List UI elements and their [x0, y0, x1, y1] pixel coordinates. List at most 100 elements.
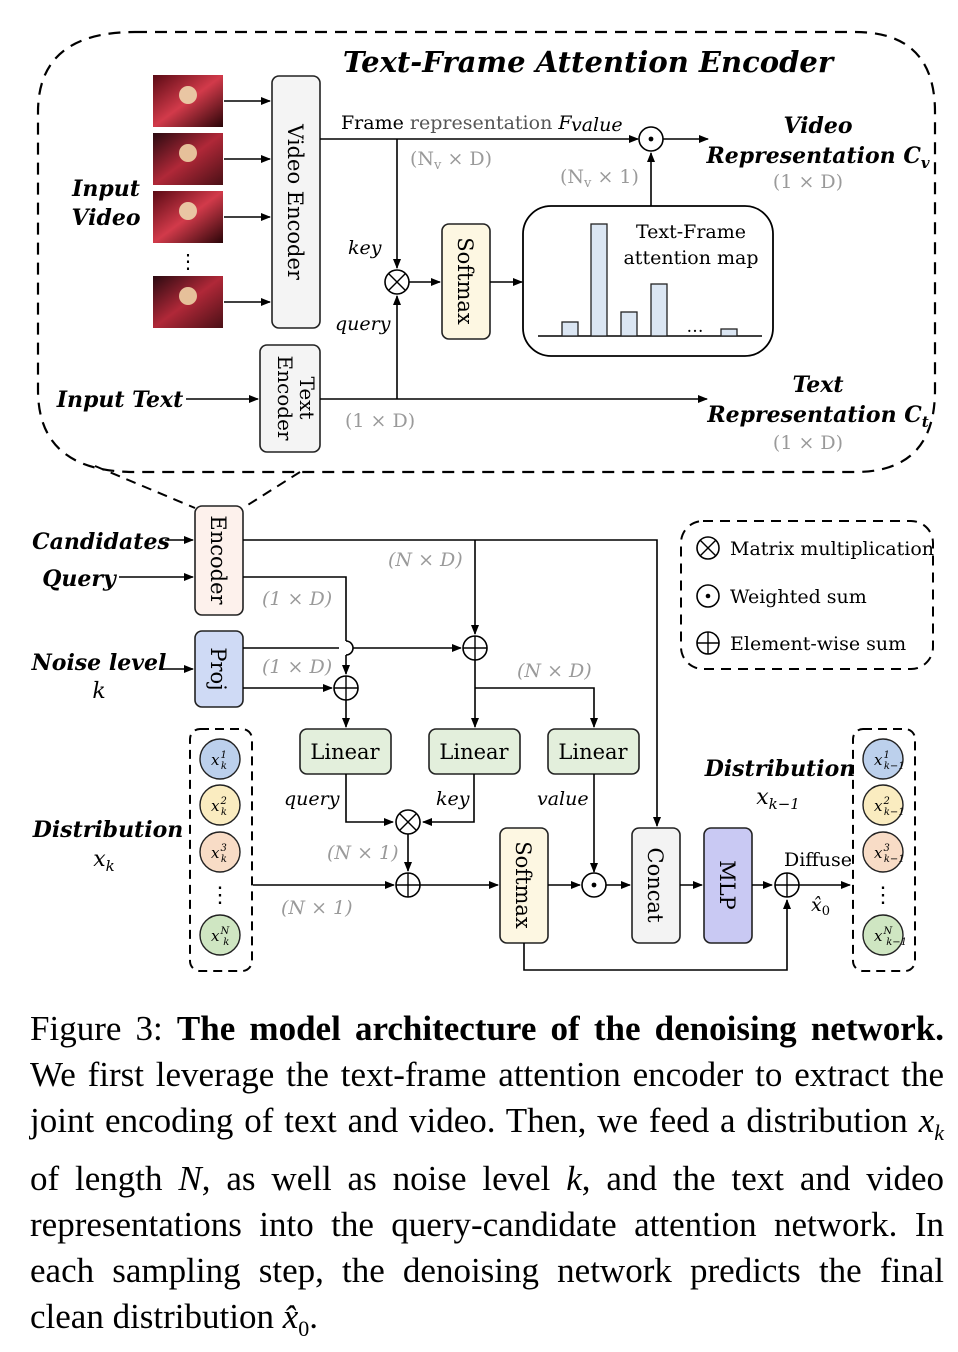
video-encoder-label: Video Encoder	[283, 123, 307, 281]
input-video-label-2: Video	[71, 205, 140, 231]
attention-map-box	[522, 205, 774, 357]
candidates-label: Candidates	[32, 529, 170, 555]
distribution-out-node	[862, 738, 904, 780]
diffuse-label: Diffuse	[784, 849, 852, 871]
caption-text-3: , as well as noise level	[201, 1159, 567, 1198]
distribution-in-node	[199, 914, 241, 956]
nv-1-label: (Nv × 1)	[560, 166, 639, 191]
elementwise-sum-left	[333, 675, 359, 701]
encoder-query-line	[243, 576, 347, 641]
frame-figure	[179, 287, 197, 305]
caption-text-1: We first leverage the text-frame attenti…	[30, 1055, 944, 1140]
attention-bar	[590, 223, 608, 337]
caption-bold: The model architecture of the denoising …	[176, 1009, 944, 1048]
proj-label: Proj	[206, 647, 230, 690]
caption-end: .	[309, 1297, 319, 1336]
one-d-label-2: (1 × D)	[262, 656, 332, 678]
frame-figure	[179, 86, 197, 104]
linear-key-label: Linear	[439, 740, 509, 764]
linear-query-label: Linear	[310, 740, 380, 764]
attention-map-label-2: attention map	[623, 247, 758, 269]
caption-text-2: of length	[30, 1159, 179, 1198]
zoom-line-right	[242, 471, 301, 509]
distribution-out-symbol: xk−1	[756, 785, 800, 813]
query-label-top: query	[335, 313, 391, 335]
softmax-label-top: Softmax	[453, 237, 477, 325]
caption-x0-sub: 0	[298, 1316, 310, 1341]
input-video-label: Input	[71, 176, 140, 202]
legend-weighted-label: Weighted sum	[730, 586, 867, 608]
elementwise-sum-top	[462, 635, 488, 661]
figure-caption: Figure 3: The model architecture of the …	[30, 1006, 944, 1352]
query-label-bottom: query	[284, 788, 340, 810]
distribution-in-node	[199, 831, 241, 873]
caption-x0: x̂	[282, 1297, 299, 1336]
key-label-bottom: key	[436, 788, 470, 810]
key-label-top: key	[348, 237, 382, 259]
one-d-label-1: (1 × D)	[262, 588, 332, 610]
caption-text-4: , and the text and video representations…	[30, 1159, 945, 1336]
text-rep-dim: (1 × D)	[773, 432, 843, 454]
video-rep-label: Representation Cv	[705, 143, 929, 172]
legend-matmul-icon	[696, 536, 720, 560]
text-encoder-label-1: Text	[295, 377, 319, 420]
video-rep-dim: (1 × D)	[773, 171, 843, 193]
frames-vdots: ⋮	[178, 249, 198, 273]
elementwise-sum-diffuse	[774, 872, 800, 898]
distribution-out-node	[862, 914, 904, 956]
weighted-sum-op-bottom	[581, 872, 607, 898]
value-label-top: value	[571, 114, 623, 136]
encoder-box	[194, 505, 244, 616]
caption-xk: x	[918, 1101, 935, 1140]
hop-over	[345, 640, 354, 656]
x0-hat-label: x̂0	[811, 894, 830, 919]
distribution-out-container	[852, 728, 916, 972]
n-d-label-1: (N × D)	[388, 549, 463, 571]
n-d-label-2: (N × D)	[517, 660, 592, 682]
elementwise-sum-bottom	[395, 872, 421, 898]
zoom-line-left	[94, 465, 196, 509]
n-1-label-2: (N × 1)	[281, 897, 353, 919]
text-rep-label: Representation Ct	[706, 402, 928, 431]
softmax-skip-to-diffuse	[523, 899, 791, 971]
encoder-to-concat	[243, 539, 661, 827]
query-to-matmul	[345, 774, 394, 826]
text-one-d: (1 × D)	[345, 410, 415, 432]
weighted-sum-op-top	[638, 126, 664, 152]
text-rep-title: Text	[792, 372, 843, 398]
legend-matmul-label: Matrix multiplication	[730, 538, 934, 560]
key-to-matmul	[422, 774, 475, 826]
distribution-out-node	[862, 831, 904, 873]
encoder-label: Encoder	[206, 515, 230, 605]
matmul-op-bottom	[395, 809, 421, 835]
caption-xk-sub: k	[934, 1120, 944, 1145]
attention-bar	[720, 328, 738, 337]
encoder-panel-border	[36, 30, 937, 474]
concat-label: Concat	[643, 848, 667, 924]
attention-ellipsis: …	[687, 317, 704, 337]
sum-top-to-linear-right	[475, 687, 598, 728]
caption-prefix: Figure 3:	[30, 1009, 177, 1048]
architecture-diagram: Text-Frame Attention Encoder Input Video…	[31, 30, 937, 972]
video-frames: ⋮	[153, 75, 223, 328]
video-rep-title: Video	[783, 113, 852, 139]
text-encoder-label-2: Encoder	[273, 356, 297, 441]
matmul-op-top	[384, 269, 410, 295]
legend-box	[680, 520, 934, 670]
softmax-label-bottom: Softmax	[511, 841, 535, 929]
distribution-in-node	[199, 784, 241, 826]
distribution-out-vdots: ⋮	[872, 883, 894, 908]
frame-rep-label: Frame representation F	[341, 112, 572, 134]
noise-level-label: Noise level	[31, 650, 167, 676]
distribution-out-node	[862, 784, 904, 826]
query-label-left: Query	[42, 566, 118, 592]
frame-figure	[179, 202, 197, 220]
distribution-out-title: Distribution	[704, 756, 856, 782]
